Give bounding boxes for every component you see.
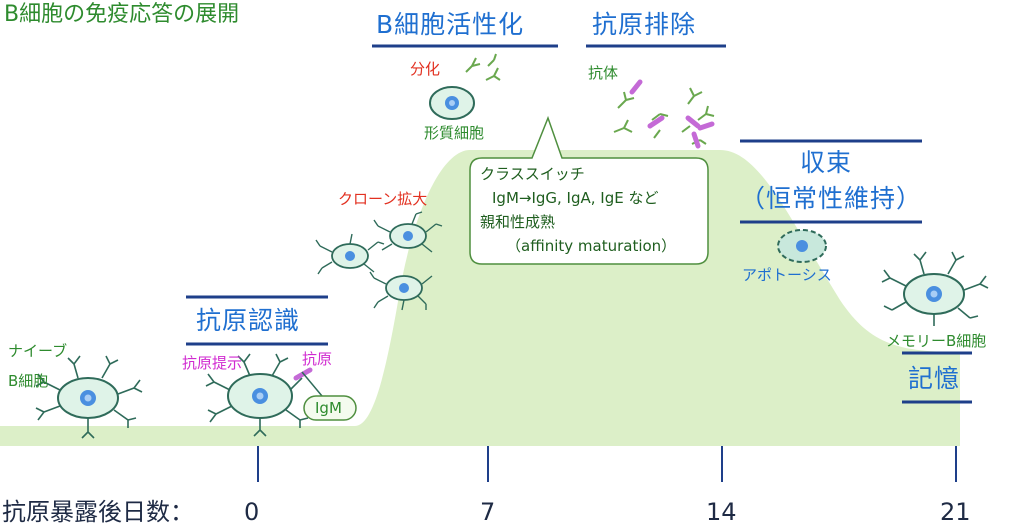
presenting-b-cell-icon [205, 353, 309, 437]
antigen-label: 抗原 [302, 350, 333, 368]
igm-pointer [301, 371, 323, 397]
callout-line-2: IgM→IgG, IgA, IgE など [492, 189, 659, 207]
secreted-antibody-icon [465, 53, 501, 81]
naive-b-cell-icon [35, 355, 143, 439]
phase-underlines [186, 44, 972, 404]
axis-tick-14: 14 [706, 498, 737, 526]
clone-cell-icon [373, 211, 443, 253]
callout-line-3: 親和性成熟 [480, 213, 556, 231]
igm-label: IgM [315, 399, 342, 417]
phase-recognition: 抗原認識 [196, 306, 301, 335]
memory-b-cell-icon [881, 251, 989, 326]
response-area [0, 150, 960, 446]
axis-tick-7: 7 [480, 498, 496, 526]
differentiation-label: 分化 [410, 60, 441, 78]
callout-line-4: （affinity maturation） [506, 237, 677, 255]
naive-label-1: ナイーブ [8, 342, 68, 360]
phase-memory: 記憶 [908, 364, 961, 393]
phase-elimination: 抗原排除 [592, 10, 697, 39]
igm-box [303, 395, 357, 421]
axis-label: 抗原暴露後日数： [2, 498, 194, 526]
presentation-label: 抗原提示 [182, 354, 243, 372]
phase-convergence: 収束 [800, 148, 853, 177]
callout-line-1: クラススイッチ [480, 165, 585, 183]
diagram-title: B細胞の免疫応答の展開 [4, 2, 240, 27]
plasma-cell-icon [429, 86, 475, 120]
apoptotic-cell-icon [777, 229, 827, 263]
naive-label-2: B細胞 [8, 372, 49, 390]
clone-cell-icon [369, 271, 433, 311]
clone-cell-icon [315, 233, 385, 275]
antigen-icon-group [629, 79, 715, 149]
antibody-icon-group [613, 87, 715, 145]
memory-b-label: メモリーB細胞 [886, 332, 987, 350]
axis-ticks [257, 446, 957, 482]
axis-tick-21: 21 [940, 498, 971, 526]
axis-tick-0: 0 [244, 498, 260, 526]
apoptosis-label: アポトーシス [742, 266, 832, 284]
plasma-cell-label: 形質細胞 [424, 124, 485, 142]
phase-activation: B細胞活性化 [376, 10, 525, 39]
clonal-expansion-label: クローン拡大 [338, 190, 428, 208]
antibody-label: 抗体 [588, 64, 619, 82]
phase-convergence-sub: （恒常性維持） [740, 184, 923, 213]
callout-bubble [469, 115, 709, 265]
